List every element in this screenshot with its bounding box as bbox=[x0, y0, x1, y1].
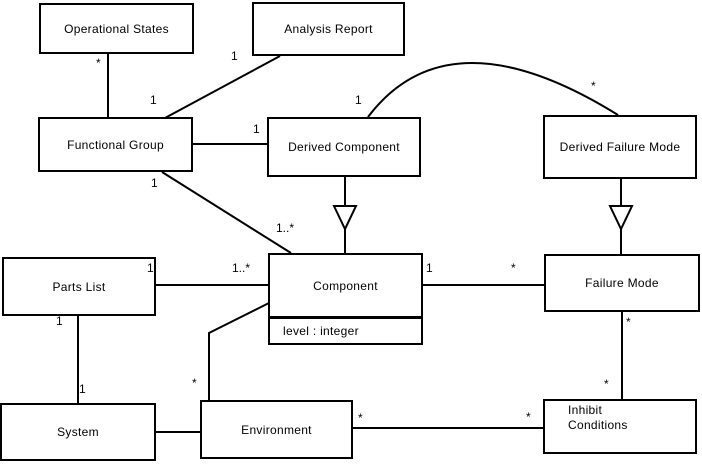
class-box-analysis-report[interactable]: Analysis Report bbox=[252, 2, 405, 56]
class-box-derived-component[interactable]: Derived Component bbox=[267, 117, 421, 177]
class-name: Component bbox=[270, 255, 421, 319]
class-name: Environment bbox=[241, 422, 312, 437]
class-name: Operational States bbox=[64, 21, 169, 36]
multiplicity-label: 1 bbox=[147, 261, 154, 275]
multiplicity-label: 1 bbox=[79, 382, 86, 396]
multiplicity-label: 1 bbox=[355, 93, 362, 107]
class-box-component[interactable]: Component level : integer bbox=[268, 253, 423, 345]
class-name: Derived Component bbox=[288, 140, 400, 154]
connector-derived-component-derived-failure-mode-arc bbox=[367, 62, 619, 118]
connector-functional-group-component bbox=[161, 171, 292, 254]
multiplicity-label: 1 bbox=[151, 176, 158, 190]
multiplicity-label: 1..* bbox=[276, 221, 295, 235]
connector-component-environment bbox=[208, 302, 270, 401]
class-box-parts-list[interactable]: Parts List bbox=[2, 257, 156, 316]
class-name: Analysis Report bbox=[284, 22, 373, 36]
generalization-triangle-failure-mode bbox=[608, 205, 634, 232]
multiplicity-label: * bbox=[511, 261, 516, 275]
multiplicity-label: * bbox=[96, 56, 101, 70]
class-name: System bbox=[57, 425, 99, 439]
connector-analysis-report-functional-group bbox=[164, 55, 281, 119]
multiplicity-label: 1 bbox=[426, 261, 433, 275]
class-box-system[interactable]: System bbox=[0, 403, 156, 461]
class-name: Functional Group bbox=[67, 137, 164, 152]
class-box-functional-group[interactable]: Functional Group bbox=[38, 117, 193, 172]
multiplicity-label: * bbox=[626, 315, 631, 329]
class-attribute: level : integer bbox=[283, 324, 359, 338]
multiplicity-label: 1 bbox=[150, 93, 157, 107]
class-name: Failure Mode bbox=[585, 276, 659, 290]
class-box-environment[interactable]: Environment bbox=[200, 400, 353, 459]
multiplicity-label: 1 bbox=[56, 314, 63, 328]
multiplicity-label: * bbox=[192, 376, 197, 390]
multiplicity-label: 1 bbox=[231, 49, 238, 63]
class-box-failure-mode[interactable]: Failure Mode bbox=[544, 254, 700, 312]
multiplicity-label: * bbox=[604, 377, 609, 391]
class-name: Derived Failure Mode bbox=[559, 140, 681, 154]
multiplicity-label: 1 bbox=[253, 122, 260, 136]
class-name: Parts List bbox=[52, 279, 106, 294]
multiplicity-label: 1..* bbox=[232, 261, 251, 275]
class-box-derived-failure-mode[interactable]: Derived Failure Mode bbox=[543, 115, 697, 179]
multiplicity-label: * bbox=[358, 411, 363, 425]
multiplicity-label: * bbox=[591, 79, 596, 93]
generalization-triangle-component bbox=[332, 205, 358, 232]
class-name: Inhibit Conditions bbox=[568, 403, 628, 432]
class-box-operational-states[interactable]: Operational States bbox=[39, 3, 194, 54]
class-box-inhibit-conditions[interactable]: Inhibit Conditions bbox=[543, 399, 697, 454]
multiplicity-label: * bbox=[526, 410, 531, 424]
